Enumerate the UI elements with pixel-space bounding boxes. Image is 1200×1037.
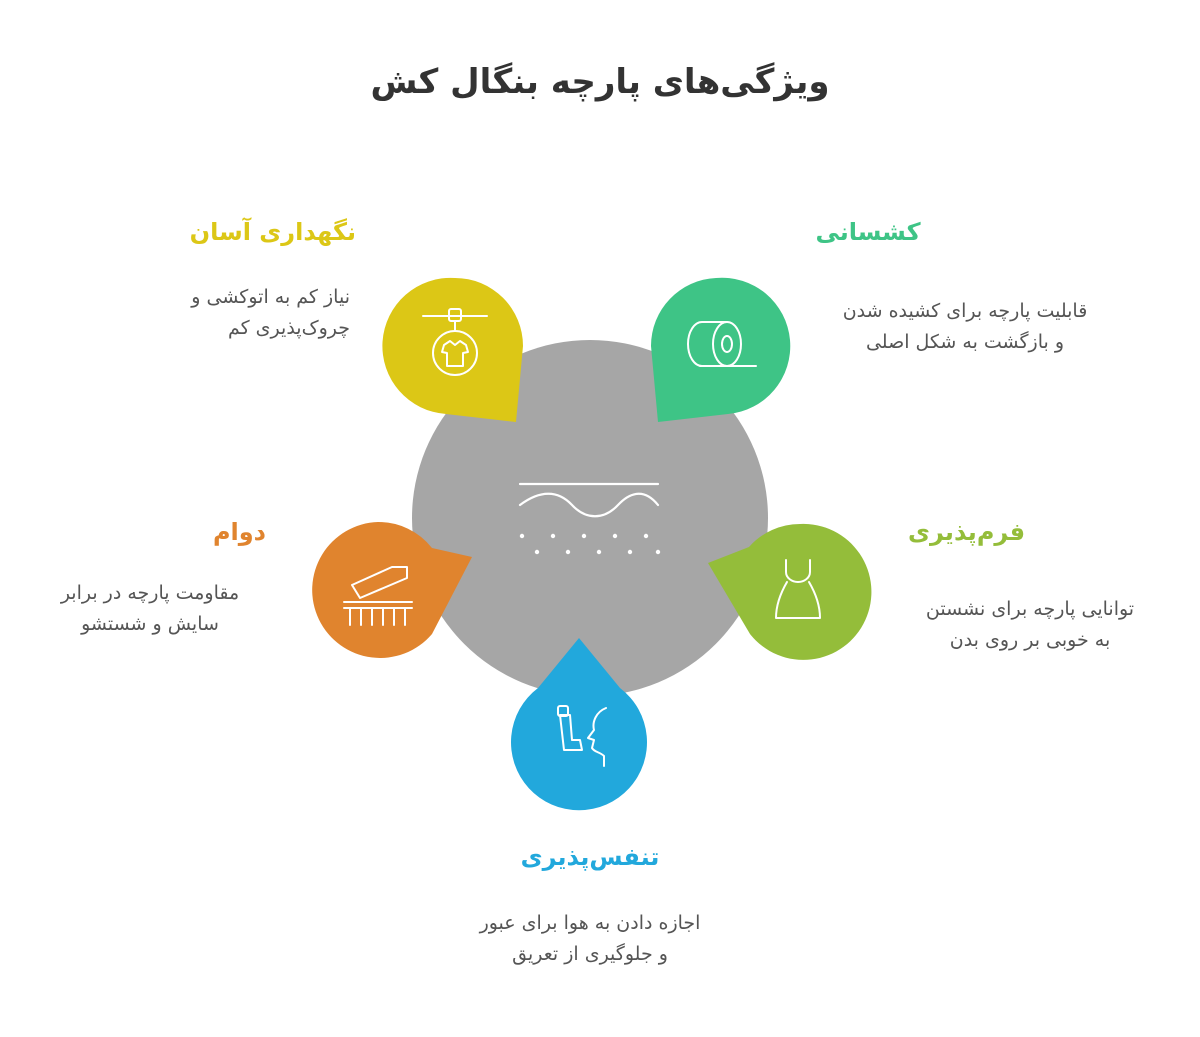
durability-description-line-1: مقاومت پارچه در برابر — [60, 582, 240, 604]
fit-title: فرم‌پذیری — [908, 518, 1026, 546]
sewing-machine-icon — [343, 566, 413, 626]
breathability-title: تنفس‌پذیری — [520, 843, 660, 871]
easy-care-title: نگهداری آسان — [189, 218, 356, 246]
breathability-description-line-1: اجازه دادن به هوا برای عبور — [479, 912, 701, 934]
breathability-description-line-2: و جلوگیری از تعریق — [512, 943, 668, 965]
elasticity-description-line-2: و بازگشت به شکل اصلی — [865, 331, 1065, 353]
fit-description-line-2: به خوبی بر روی بدن — [949, 629, 1111, 651]
fabric-wave-icon — [518, 482, 661, 555]
durability-description: مقاومت پارچه در برابر سایش و شستشو — [20, 578, 280, 640]
elasticity-title: کشسانی — [815, 218, 921, 246]
fit-node — [708, 523, 872, 660]
easy-care-description-line-1: نیاز کم به اتوکشی و — [191, 286, 350, 308]
elasticity-description: قابلیت پارچه برای کشیده شدن و بازگشت به … — [800, 296, 1130, 358]
easy-care-description-line-2: چروک‌پذیری کم — [227, 317, 350, 339]
elasticity-description-line-1: قابلیت پارچه برای کشیده شدن — [842, 300, 1088, 322]
breathability-description: اجازه دادن به هوا برای عبور و جلوگیری از… — [420, 908, 760, 970]
center-hub — [412, 340, 768, 696]
elasticity-node — [651, 277, 791, 422]
inhaler-face-icon — [557, 705, 607, 767]
easy-care-description: نیاز کم به اتوکشی و چروک‌پذیری کم — [100, 282, 350, 344]
easy-care-node — [382, 277, 523, 422]
fabric-roll-icon — [687, 321, 757, 367]
fit-description: توانایی پارچه برای نشستن به خوبی بر روی … — [880, 594, 1180, 656]
page-title: ویژگی‌های پارچه بنگال کش — [370, 62, 830, 102]
laundry-shirt-icon — [422, 308, 488, 376]
durability-node — [312, 521, 472, 658]
durability-description-line-2: سایش و شستشو — [81, 613, 219, 635]
durability-title: دوام — [212, 518, 266, 546]
dress-icon — [775, 559, 821, 619]
breathability-node — [511, 638, 647, 811]
fit-description-line-1: توانایی پارچه برای نشستن — [925, 598, 1135, 620]
